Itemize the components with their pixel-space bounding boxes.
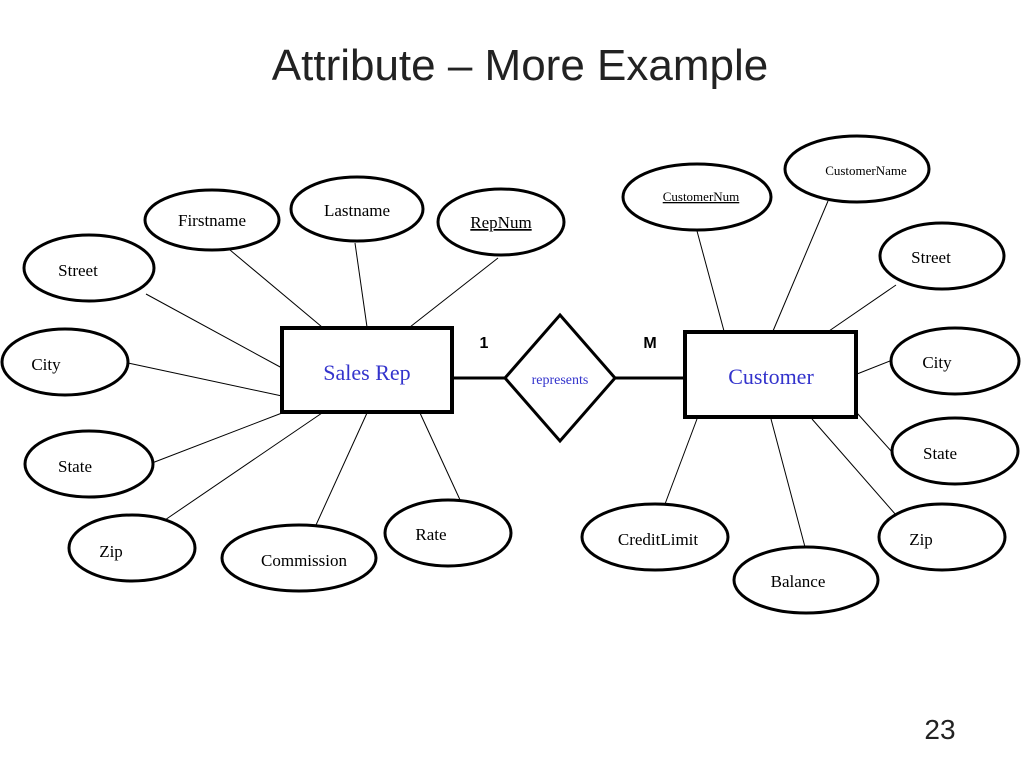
cardinality-one: 1: [480, 335, 489, 352]
entity-sales-rep: Sales Rep: [280, 326, 454, 414]
connector-c-state: [856, 412, 893, 453]
attr-creditlimit: CreditLimit: [580, 502, 730, 572]
attr-c-street-label: Street: [911, 248, 951, 267]
attr-balance: Balance: [732, 545, 880, 615]
customer-connectors: [664, 200, 897, 548]
connector-lastname: [354, 242, 368, 328]
attr-rate: Rate: [383, 498, 513, 568]
attr-c-zip: Zip: [877, 502, 1007, 572]
attr-c-state: State: [890, 416, 1020, 486]
page-number: 23: [924, 714, 956, 745]
connector-rate: [419, 412, 462, 503]
attr-c-state-label: State: [923, 444, 957, 463]
attr-lastname-label: Lastname: [324, 201, 390, 220]
connector-c-zip: [811, 418, 897, 516]
entity-sales-rep-label: Sales Rep: [323, 360, 410, 385]
attr-sr-city-label: City: [31, 355, 61, 374]
attr-firstname: Firstname: [143, 188, 281, 252]
attr-rate-label: Rate: [415, 525, 446, 544]
connector-firstname: [229, 249, 323, 328]
entity-customer: Customer: [683, 330, 858, 419]
attr-commission: Commission: [220, 523, 378, 593]
connector-c-city: [856, 360, 891, 375]
attr-repnum-label: RepNum: [470, 213, 531, 232]
attr-sr-city: City: [0, 327, 130, 397]
connector-commission: [315, 412, 368, 526]
connector-balance: [770, 418, 806, 548]
connector-customernum: [696, 230, 725, 332]
relationship-represents-label: represents: [532, 373, 589, 388]
connector-customername: [772, 200, 829, 332]
attr-customernum-label: CustomerNum: [663, 189, 740, 204]
attr-commission-label: Commission: [261, 551, 347, 570]
attr-customername-label: CustomerName: [825, 163, 907, 178]
entity-customer-label: Customer: [728, 364, 814, 389]
attr-sr-zip: Zip: [67, 513, 197, 583]
attr-sr-state: State: [23, 429, 155, 499]
attr-c-zip-label: Zip: [909, 530, 933, 549]
attr-creditlimit-label: CreditLimit: [618, 530, 699, 549]
sales-rep-connectors: [127, 242, 499, 526]
connector-sr-zip: [161, 412, 323, 523]
attr-c-street: Street: [878, 221, 1006, 291]
attr-customername: CustomerName: [783, 134, 931, 204]
attr-sr-state-label: State: [58, 457, 92, 476]
attr-c-city: City: [889, 326, 1021, 396]
attr-repnum: RepNum: [436, 187, 566, 257]
attr-sr-zip-label: Zip: [99, 542, 123, 561]
connector-creditlimit: [664, 418, 698, 505]
attr-sr-street: Street: [22, 233, 156, 303]
connector-sr-street: [145, 293, 283, 369]
attr-c-city-label: City: [922, 353, 952, 372]
cardinality-many: M: [643, 335, 656, 352]
attr-firstname-label: Firstname: [178, 211, 246, 230]
connector-c-street: [828, 284, 897, 332]
attr-lastname: Lastname: [289, 175, 425, 243]
attr-sr-street-label: Street: [58, 261, 98, 280]
connector-repnum: [409, 257, 499, 328]
attr-customernum: CustomerNum: [621, 162, 773, 232]
connector-sr-city: [127, 362, 283, 397]
connector-sr-state: [151, 412, 283, 464]
relationship-represents: represents: [503, 312, 617, 444]
attr-balance-label: Balance: [771, 572, 826, 591]
slide-title: Attribute – More Example: [271, 41, 769, 90]
